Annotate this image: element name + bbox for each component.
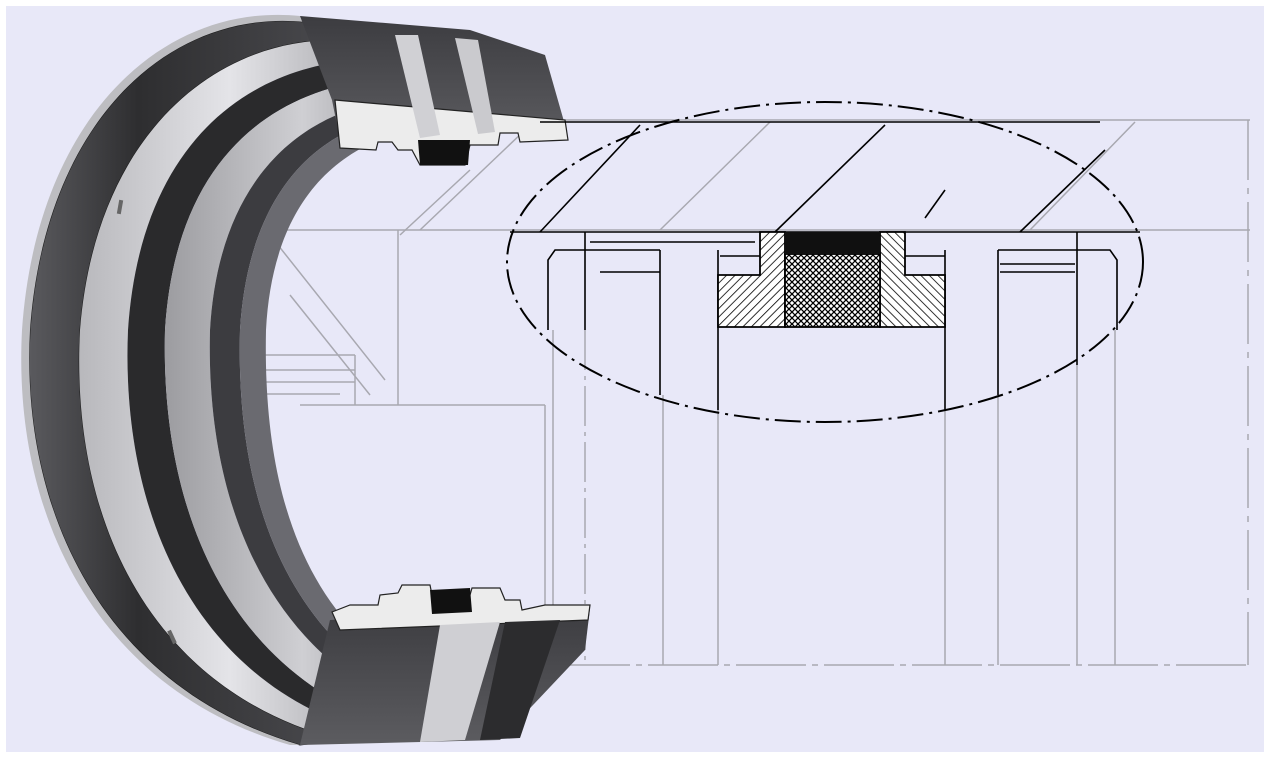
housing-section	[510, 121, 1140, 410]
seal-cross-section-icon	[506, 101, 1144, 423]
construction-lines	[250, 119, 1250, 666]
seal-bottom-profile	[300, 584, 591, 745]
detail-ellipse	[506, 101, 1144, 423]
seal-insert-black	[785, 232, 880, 254]
piston-seal-3d-icon	[21, 14, 591, 746]
seal-section-body	[717, 231, 946, 328]
seal-top-profile	[300, 16, 569, 166]
